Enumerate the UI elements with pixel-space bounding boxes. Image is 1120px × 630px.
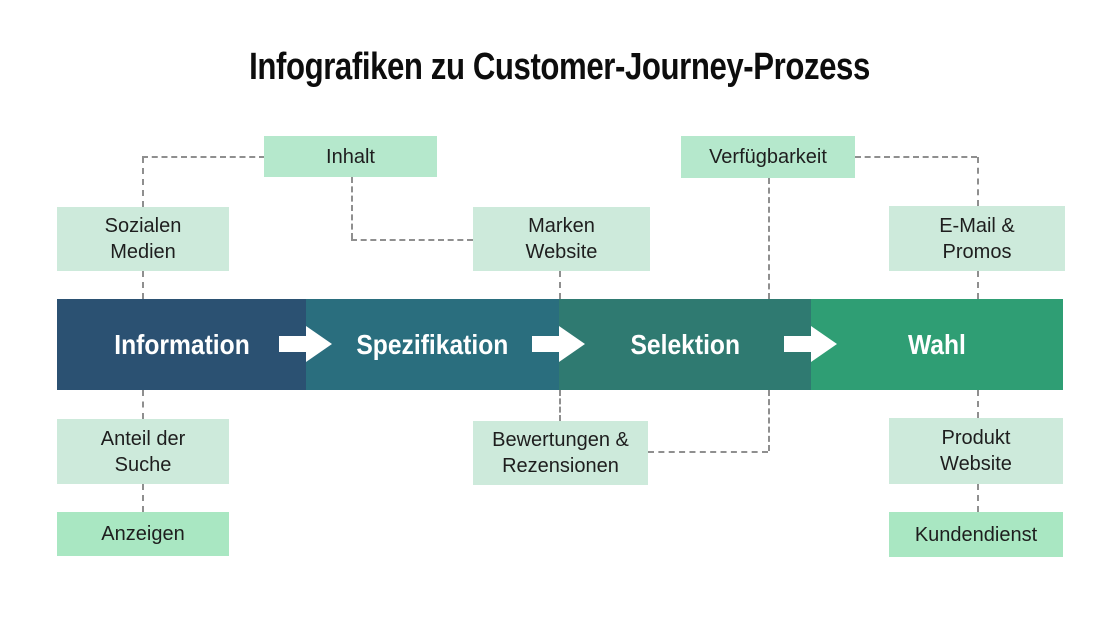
arrow-right-icon xyxy=(784,326,837,362)
stage-information-label: Information xyxy=(113,328,250,360)
arrow-right-icon xyxy=(279,326,332,362)
connector-email-to-band xyxy=(977,271,979,299)
stage-selektion-label: Selektion xyxy=(630,328,740,360)
connector-inhalt-to-marken-horizontal xyxy=(351,239,473,241)
touchpoint-verfuegbarkeit: Verfügbarkeit xyxy=(681,136,855,178)
connector-sozialen-to-inhalt-vertical xyxy=(142,157,144,207)
page-title-text: Infografiken zu Customer-Journey-Prozess xyxy=(249,46,871,88)
journey-stage-band: Information Spezifikation Selektion Wahl xyxy=(57,299,1063,390)
touchpoint-anzeigen: Anzeigen xyxy=(57,512,229,556)
touchpoint-produkt-website: Produkt Website xyxy=(889,418,1063,484)
stage-selektion: Selektion xyxy=(559,299,811,390)
connector-produkt-to-kundendienst xyxy=(977,484,979,512)
page-title: Infografiken zu Customer-Journey-Prozess xyxy=(0,46,1120,89)
stage-information: Information xyxy=(57,299,306,390)
stage-spezifikation-label: Spezifikation xyxy=(356,328,509,360)
touchpoint-inhalt: Inhalt xyxy=(264,136,437,177)
connector-sozialen-to-band xyxy=(142,271,144,299)
touchpoint-bewertungen-rezensionen: Bewertungen & Rezensionen xyxy=(473,421,648,485)
stage-spezifikation: Spezifikation xyxy=(306,299,559,390)
connector-sozialen-to-inhalt-horizontal xyxy=(142,156,265,158)
connector-bewertungen-elbow-horizontal xyxy=(648,451,768,453)
connector-band-to-bewertungen-elbow-vertical xyxy=(768,390,770,451)
connector-verfuegbarkeit-to-email-horizontal xyxy=(855,156,977,158)
connector-band-to-produkt xyxy=(977,390,979,418)
connector-anteil-to-anzeigen xyxy=(142,484,144,512)
connector-verfuegbarkeit-to-email-vertical xyxy=(977,157,979,206)
connector-inhalt-to-marken-vertical xyxy=(351,177,353,239)
connector-marken-to-band xyxy=(559,271,561,299)
touchpoint-marken-website: Marken Website xyxy=(473,207,650,271)
touchpoint-anteil-der-suche: Anteil der Suche xyxy=(57,419,229,484)
connector-band-to-bewertungen xyxy=(559,390,561,421)
stage-wahl: Wahl xyxy=(811,299,1063,390)
arrow-right-icon xyxy=(532,326,585,362)
connector-band-to-anteil xyxy=(142,390,144,419)
touchpoint-kundendienst: Kundendienst xyxy=(889,512,1063,557)
touchpoint-email-promos: E-Mail & Promos xyxy=(889,206,1065,271)
stage-wahl-label: Wahl xyxy=(908,328,966,360)
connector-verfuegbarkeit-to-band xyxy=(768,178,770,299)
touchpoint-sozialen-medien: Sozialen Medien xyxy=(57,207,229,271)
